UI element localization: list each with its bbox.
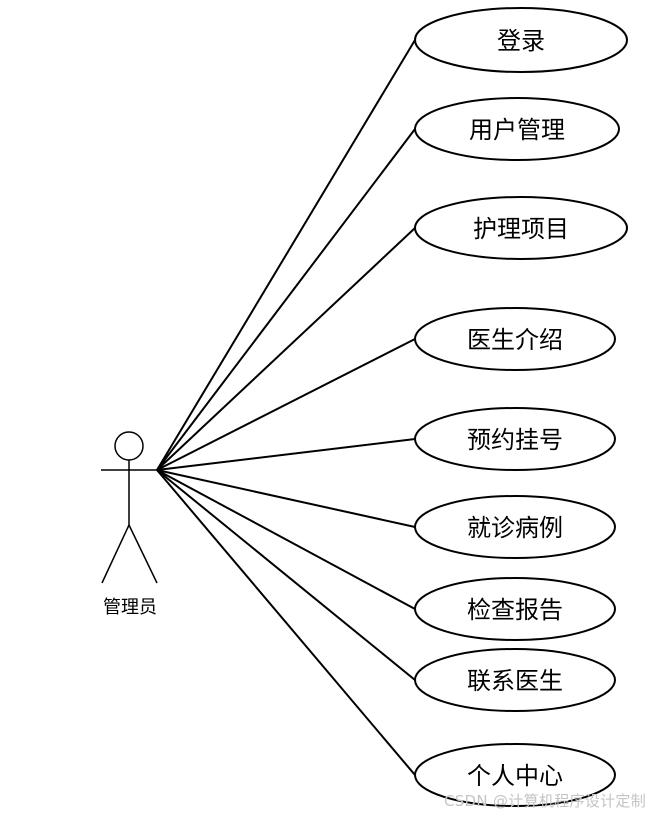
use-case-ellipse <box>414 407 616 471</box>
association-line <box>156 469 416 528</box>
use-case-ellipse <box>414 577 616 641</box>
use-case-ellipse <box>414 743 616 807</box>
association-line <box>156 469 416 776</box>
use-case-ellipse <box>414 196 628 260</box>
actor-label: 管理员 <box>103 597 157 618</box>
use-case: 检查报告 <box>414 577 616 641</box>
actor-left-leg <box>101 524 130 584</box>
use-case: 医生介绍 <box>414 307 616 371</box>
use-case-ellipse <box>414 7 628 73</box>
watermark-text: CSDN @计算机程序设计定制 <box>443 792 646 810</box>
association-line <box>156 469 416 681</box>
use-case: 登录 <box>414 7 628 73</box>
use-case: 就诊病例 <box>414 495 616 559</box>
use-case-ellipse <box>414 648 616 712</box>
actor-right-leg <box>128 524 158 584</box>
use-case-label: 联系医生 <box>467 667 563 695</box>
association-line <box>156 227 416 471</box>
use-case-label: 用户管理 <box>469 116 565 144</box>
use-case: 用户管理 <box>414 97 620 161</box>
use-case-label: 护理项目 <box>473 215 569 243</box>
association-lines <box>156 39 416 776</box>
use-case: 预约挂号 <box>414 407 616 471</box>
actor-head <box>114 431 144 461</box>
association-line <box>156 128 416 471</box>
use-case: 护理项目 <box>414 196 628 260</box>
association-line <box>156 469 416 610</box>
association-line <box>156 438 416 471</box>
use-case-ellipse <box>414 495 616 559</box>
use-case: 个人中心 <box>414 743 616 807</box>
association-line <box>156 338 416 471</box>
association-line <box>156 39 416 471</box>
use-case-ellipse <box>414 307 616 371</box>
actor-figure <box>101 431 158 584</box>
use-case: 联系医生 <box>414 648 616 712</box>
use-case-label: 登录 <box>497 27 545 55</box>
use-case-label: 预约挂号 <box>467 426 563 454</box>
use-case-ellipse <box>414 97 620 161</box>
use-case-label: 检查报告 <box>467 596 563 624</box>
use-case-label: 个人中心 <box>467 762 563 790</box>
use-case-label: 就诊病例 <box>467 514 563 542</box>
use-case-label: 医生介绍 <box>467 326 563 354</box>
